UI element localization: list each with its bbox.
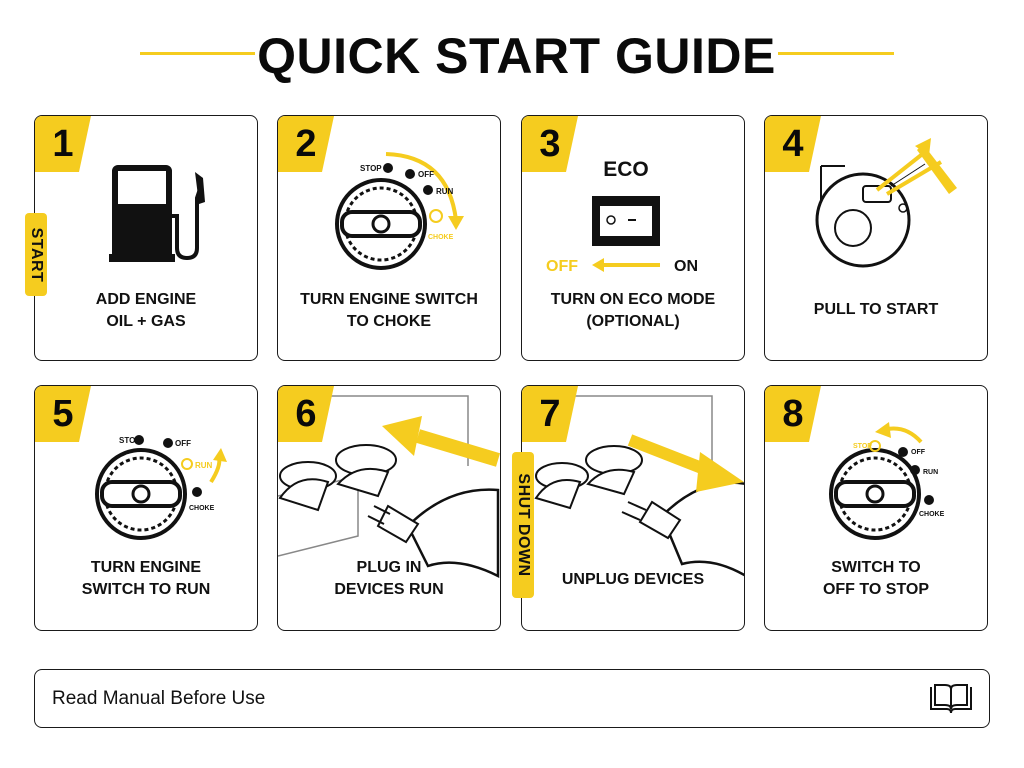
open-book-icon [930, 684, 972, 714]
dial-label-off: OFF [175, 439, 191, 448]
page-title: QUICK START GUIDE [257, 28, 776, 84]
footer-text: Read Manual Before Use [52, 688, 266, 709]
start-side-label: START [25, 213, 47, 296]
engine-switch-dial-icon: STOP OFF RUN CHOKE [829, 422, 945, 540]
off-label: OFF [546, 258, 578, 275]
step-card-8: 8 STOP OFF RUN CHOKE SWITCH TO OFF TO ST… [764, 385, 988, 631]
title-rule-left [140, 52, 255, 55]
step-caption: SWITCH TO OFF TO STOP [822, 559, 930, 598]
eco-label: ECO [603, 158, 649, 181]
dial-label-off: OFF [911, 449, 926, 456]
dial-label-stop: STOP [360, 164, 382, 173]
dial-label-choke: CHOKE [428, 234, 454, 241]
step-card-5: 5 STOP OFF RUN CHOKE TURN ENGINE SWITCH … [34, 385, 258, 631]
shut-down-side-label: SHUT DOWN [512, 452, 534, 598]
step-card-2: 2 STOP OFF RUN CHOKE TURN ENGINE SWITCH … [277, 115, 501, 361]
engine-switch-dial-icon: STOP OFF RUN CHOKE [95, 435, 227, 540]
step-number: 4 [782, 123, 804, 165]
unplug-outlet-illustration [522, 395, 744, 577]
step-number-badge: 2 [278, 116, 334, 172]
dial-label-off: OFF [418, 170, 434, 179]
step-caption: UNPLUG DEVICES [561, 571, 705, 588]
step-caption: ADD ENGINE OIL + GAS [95, 291, 197, 330]
step-caption: PLUG IN DEVICES RUN [334, 559, 444, 598]
step-number: 6 [295, 393, 317, 435]
dial-label-stop: STOP [119, 436, 141, 445]
step-number-badge: 5 [35, 386, 91, 442]
step-caption: TURN ENGINE SWITCH TO CHOKE [300, 291, 478, 330]
title-rule-right [778, 52, 894, 55]
engine-switch-dial-icon: STOP OFF RUN CHOKE [335, 152, 464, 270]
step-number-badge: 8 [765, 386, 821, 442]
fuel-pump-icon [109, 165, 205, 262]
step-card-6: 6 PLUG IN DEVICES RUN [277, 385, 501, 631]
step-number-badge: 4 [765, 116, 821, 172]
step-number: 3 [539, 123, 561, 165]
dial-label-choke: CHOKE [919, 511, 945, 518]
step-number: 8 [782, 393, 804, 435]
step-number: 7 [539, 393, 561, 435]
step-card-3: 3 ECO OFF ON TURN ON ECO MODE (OPTIONAL) [521, 115, 745, 361]
step-card-4: 4 PULL TO START [764, 115, 988, 361]
step-card-7: 7 UNPLUG DEVICES [521, 385, 745, 631]
step-number-badge: 3 [522, 116, 578, 172]
step-number-badge: 7 [522, 386, 578, 442]
step-number: 2 [295, 123, 317, 165]
dial-label-run: RUN [195, 461, 213, 470]
dial-label-run: RUN [436, 187, 454, 196]
step-caption: PULL TO START [813, 301, 939, 318]
dial-label-choke: CHOKE [189, 505, 215, 512]
footer-note: Read Manual Before Use [34, 669, 990, 728]
step-number: 1 [52, 123, 74, 165]
eco-switch-illustration: ECO OFF ON [546, 158, 698, 275]
step-caption: TURN ON ECO MODE (OPTIONAL) [550, 291, 716, 330]
dial-label-run: RUN [923, 469, 938, 476]
step-number-badge: 1 [35, 116, 91, 172]
title-row: QUICK START GUIDE [0, 24, 1024, 94]
on-label: ON [674, 258, 698, 275]
plug-in-outlet-illustration [278, 395, 500, 579]
pull-start-icon [815, 138, 957, 268]
step-caption: TURN ENGINE SWITCH TO RUN [81, 559, 211, 598]
dial-label-stop: STOP [853, 443, 872, 450]
step-number-badge: 6 [278, 386, 334, 442]
step-number: 5 [52, 393, 74, 435]
step-card-1: 1 ADD ENGINE OIL + GAS [34, 115, 258, 361]
